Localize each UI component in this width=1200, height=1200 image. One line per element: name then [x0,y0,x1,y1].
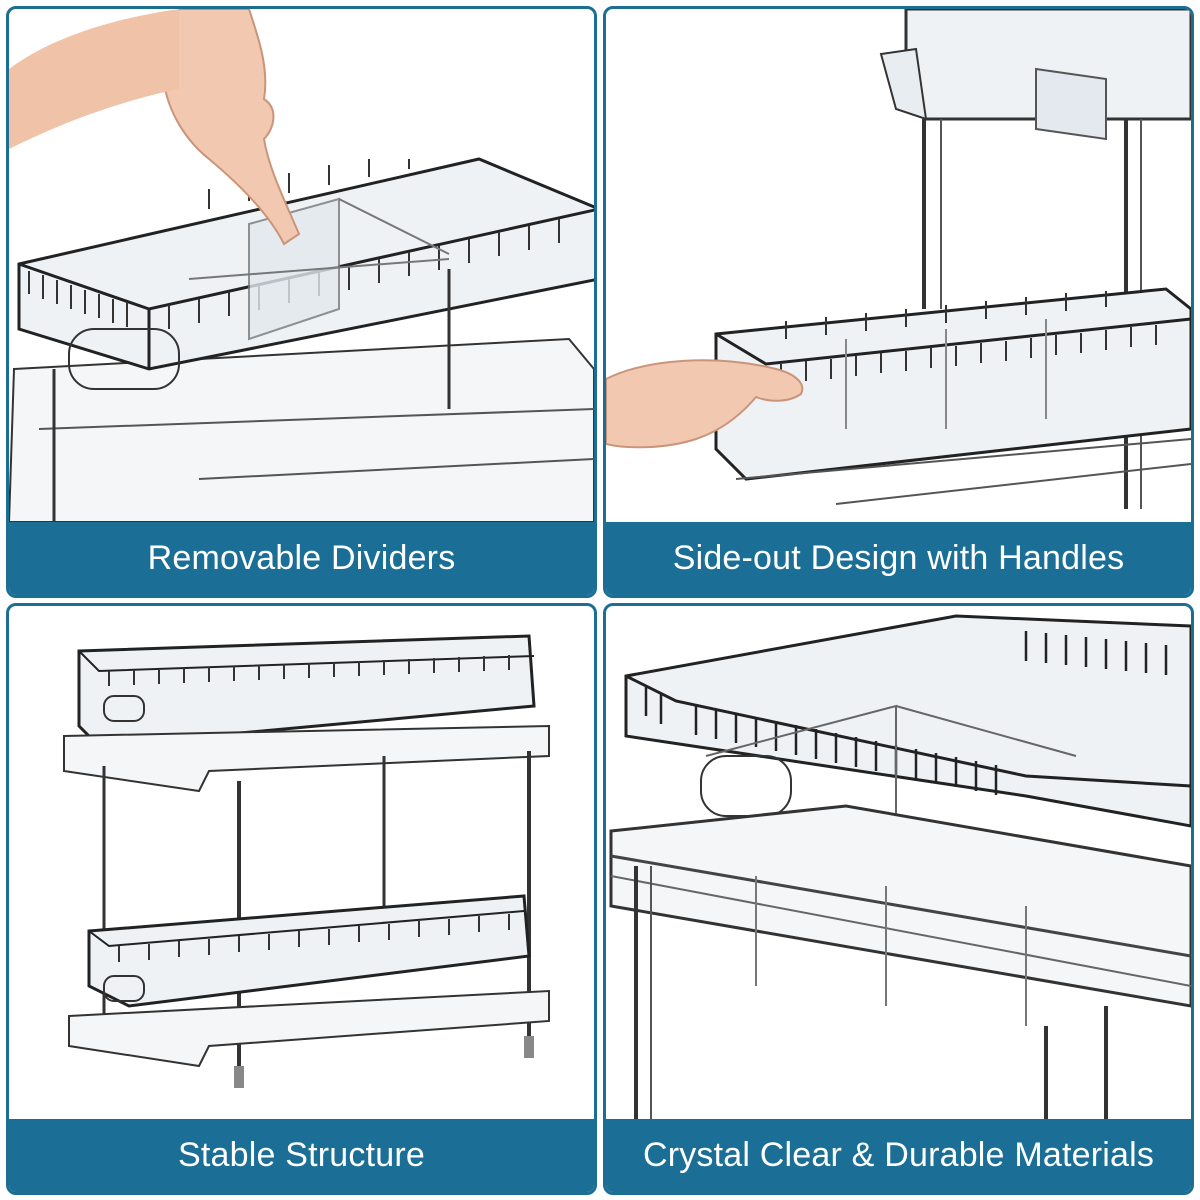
basket-with-dividers-illustration [9,9,594,522]
product-photo-closeup [606,606,1191,1119]
product-photo-full-organizer [9,606,594,1119]
feature-panel-side-out-design: Side-out Design with Handles [603,6,1194,598]
caption-side-out-design: Side-out Design with Handles [606,522,1191,595]
product-photo-side-out [606,9,1191,522]
feature-panel-crystal-clear: Crystal Clear & Durable Materials [603,603,1194,1195]
feature-panel-removable-dividers: Removable Dividers [6,6,597,598]
basket-closeup-illustration [609,614,1191,1119]
caption-stable-structure: Stable Structure [9,1119,594,1192]
caption-crystal-clear: Crystal Clear & Durable Materials [606,1119,1191,1192]
two-tier-organizer-illustration [63,634,550,1088]
sliding-basket-illustration [606,9,1191,509]
feature-panel-stable-structure: Stable Structure [6,603,597,1195]
caption-removable-dividers: Removable Dividers [9,522,594,595]
product-photo-dividers [9,9,594,522]
